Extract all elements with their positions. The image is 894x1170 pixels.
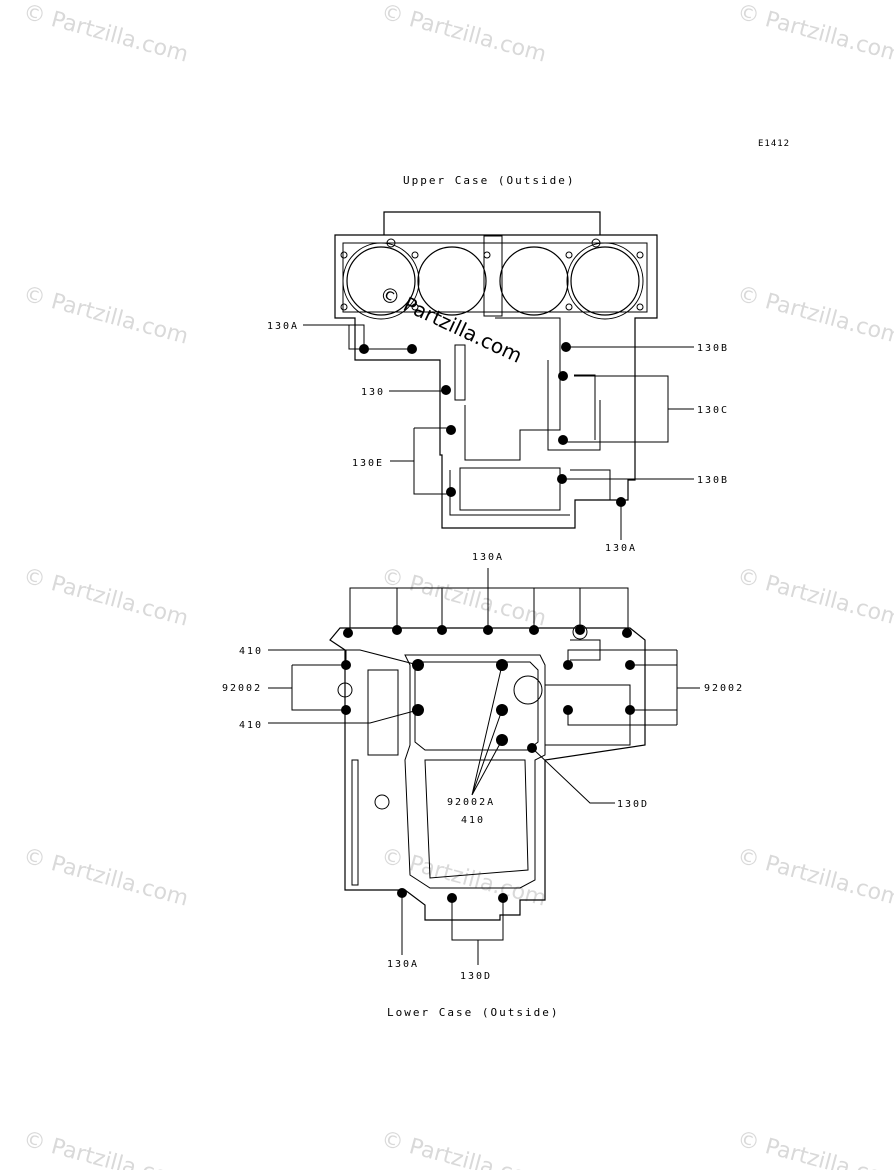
watermark: © Partzilla.com xyxy=(20,282,190,350)
callout-130a-lower-top: 130A xyxy=(472,552,504,563)
callout-410-center: 410 xyxy=(461,815,485,826)
callout-130a-lower-bottom: 130A xyxy=(387,959,419,970)
upper-case-title: Upper Case (Outside) xyxy=(403,174,575,187)
callout-130b-bottom: 130B xyxy=(697,475,729,486)
callout-130a-upper-bottom: 130A xyxy=(605,543,637,554)
watermark: © Partzilla.com xyxy=(734,844,894,912)
callout-92002-right: 92002 xyxy=(704,683,744,694)
diagram-ref-code: E1412 xyxy=(758,139,790,149)
watermark: © Partzilla.com xyxy=(734,1127,894,1170)
callout-130c: 130C xyxy=(697,405,729,416)
callout-410-top: 410 xyxy=(239,646,263,657)
callout-130d-bottom: 130D xyxy=(460,971,492,982)
watermark: © Partzilla.com xyxy=(378,1127,548,1170)
watermark: © Partzilla.com xyxy=(20,0,190,68)
callout-92002-left: 92002 xyxy=(222,683,262,694)
watermark: © Partzilla.com xyxy=(20,844,190,912)
callout-130b-top: 130B xyxy=(697,343,729,354)
callout-130: 130 xyxy=(361,387,385,398)
center-watermark: © Partzilla.com xyxy=(376,281,526,368)
callout-130d-right: 130D xyxy=(617,799,649,810)
watermark: © Partzilla.com xyxy=(378,0,548,68)
callout-92002a: 92002A xyxy=(447,797,495,808)
watermark: © Partzilla.com xyxy=(734,0,894,68)
callout-410-mid: 410 xyxy=(239,720,263,731)
watermark: © Partzilla.com xyxy=(378,844,548,912)
watermark: © Partzilla.com xyxy=(20,1127,190,1170)
watermark: © Partzilla.com xyxy=(734,564,894,632)
watermark: © Partzilla.com xyxy=(20,564,190,632)
upper-case-drawing xyxy=(303,211,694,540)
watermark: © Partzilla.com xyxy=(378,564,548,632)
callout-130a-upper: 130A xyxy=(267,321,299,332)
lower-case-title: Lower Case (Outside) xyxy=(387,1006,559,1019)
callout-130e: 130E xyxy=(352,458,384,469)
lower-case-drawing xyxy=(268,568,700,965)
watermark: © Partzilla.com xyxy=(734,282,894,350)
